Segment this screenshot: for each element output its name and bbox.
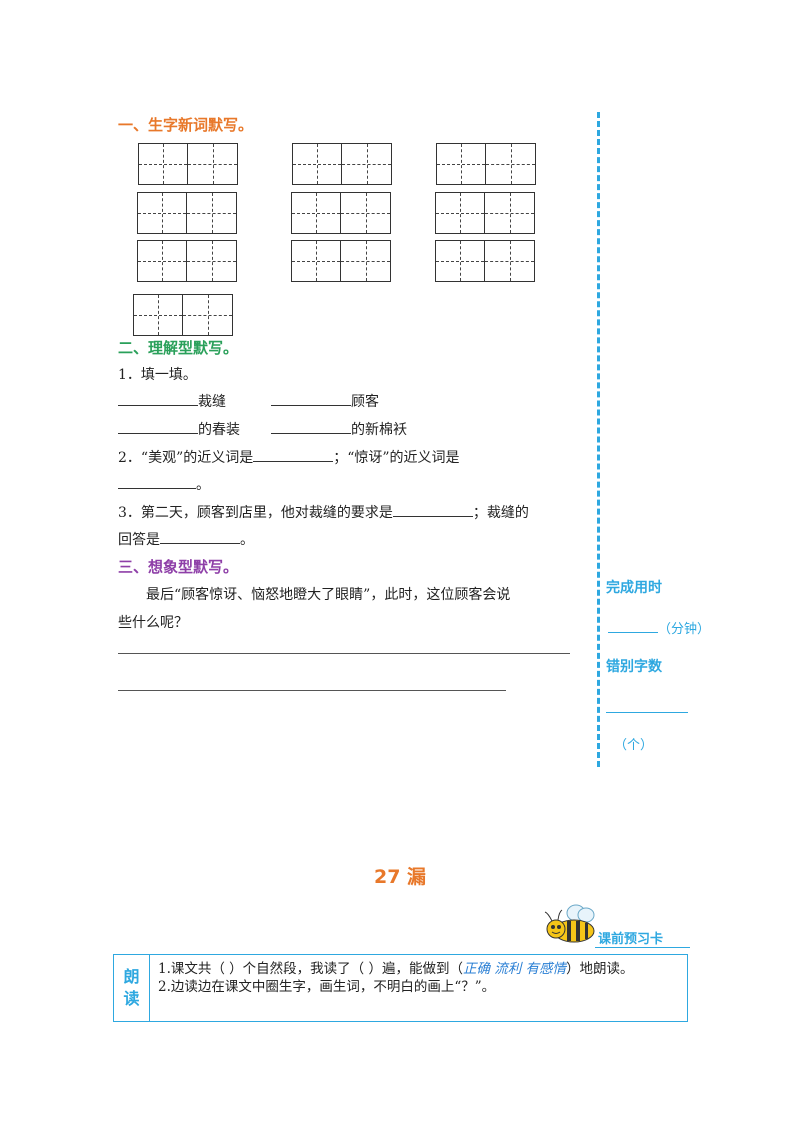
fill-blank[interactable] xyxy=(118,420,198,434)
char-grid[interactable] xyxy=(137,240,237,282)
char-grid[interactable] xyxy=(436,143,536,185)
char-grid[interactable] xyxy=(291,192,391,234)
time-blank[interactable] xyxy=(608,620,658,633)
reading-item-1: 1.课文共（ ）个自然段，我读了（ ）遍，能做到（正确 流利 有感情）地朗读。 xyxy=(158,961,634,977)
reading-item-2: 2.边读边在课文中圈生字，画生词，不明白的画上“？”。 xyxy=(158,979,496,995)
fill-blank[interactable] xyxy=(392,503,473,517)
char-grid[interactable] xyxy=(435,192,535,234)
reading-task-box: 朗 读 1.课文共（ ）个自然段，我读了（ ）遍，能做到（正确 流利 有感情）地… xyxy=(113,954,688,1022)
fill-blank[interactable] xyxy=(271,392,351,406)
char-grid[interactable] xyxy=(291,240,391,282)
imagine-prompt-line-2: 些什么呢？ xyxy=(118,615,188,631)
section-title-comprehension: 二、理解型默写。 xyxy=(118,339,239,357)
answer-line[interactable] xyxy=(118,690,506,691)
question-2-cont: 。 xyxy=(118,474,210,494)
fill-blank[interactable] xyxy=(118,475,196,489)
completion-time-label: 完成用时 xyxy=(606,580,662,596)
error-count-field xyxy=(606,700,688,717)
error-blank[interactable] xyxy=(606,700,688,713)
fill-blank[interactable] xyxy=(118,392,198,406)
reading-content: 1.课文共（ ）个自然段，我读了（ ）遍，能做到（正确 流利 有感情）地朗读。 … xyxy=(150,955,687,1021)
error-count-label: 错别字数 xyxy=(606,659,662,675)
error-count-unit: （个） xyxy=(614,738,654,753)
fill-blank[interactable] xyxy=(253,448,334,462)
reading-label: 朗 读 xyxy=(114,955,150,1021)
char-grid[interactable] xyxy=(138,143,238,185)
sidebar-divider xyxy=(597,112,600,767)
completion-time-field: （分钟） xyxy=(608,618,710,637)
fill-row-3: 的春装 xyxy=(118,419,240,439)
char-grid[interactable] xyxy=(435,240,535,282)
char-grid[interactable] xyxy=(137,192,237,234)
fill-blank[interactable] xyxy=(160,530,240,544)
tag-underline xyxy=(595,947,690,948)
question-3-cont: 回答是。 xyxy=(118,530,254,548)
question-3: 3．第二天，顾客到店里，他对裁缝的要求是；裁缝的 xyxy=(118,503,529,521)
bee-icon xyxy=(544,904,595,943)
fill-row-4: 的新棉袄 xyxy=(271,419,407,439)
lesson-title: 27 漏 xyxy=(373,866,427,888)
char-grid[interactable] xyxy=(292,143,392,185)
question-1-label: 1．填一填。 xyxy=(118,367,197,383)
section-title-new-words: 一、生字新词默写。 xyxy=(118,116,254,134)
section-title-imagination: 三、想象型默写。 xyxy=(118,558,239,576)
preview-card-tag: 课前预习卡 xyxy=(598,932,664,947)
question-2: 2．“美观”的近义词是；“惊讶”的近义词是 xyxy=(118,448,460,466)
char-grid[interactable] xyxy=(133,294,233,336)
fill-row-1: 裁缝 xyxy=(118,391,226,411)
fill-row-2: 顾客 xyxy=(271,391,379,411)
imagine-prompt-line-1: 最后“顾客惊讶、恼怒地瞪大了眼睛”，此时，这位顾客会说 xyxy=(146,587,511,603)
answer-line[interactable] xyxy=(118,653,570,654)
fill-blank[interactable] xyxy=(271,420,351,434)
